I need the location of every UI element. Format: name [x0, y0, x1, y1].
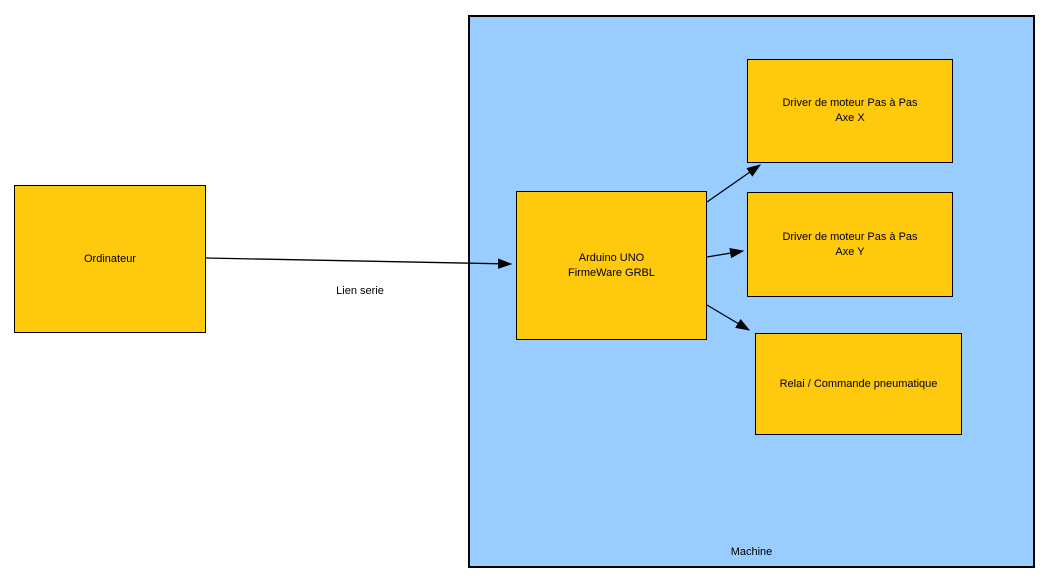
node-driver-y-label-line1: Driver de moteur Pas à Pas	[782, 230, 918, 243]
node-relai-pneumatique: Relai / Commande pneumatique	[755, 333, 962, 435]
node-driver-axe-y: Driver de moteur Pas à Pas Axe Y	[747, 192, 953, 297]
node-driver-x-label-line1: Driver de moteur Pas à Pas	[782, 97, 918, 110]
node-arduino-grbl: Arduino UNO FirmeWare GRBL	[516, 191, 707, 340]
node-arduino-label-line1: Arduino UNO	[578, 251, 645, 264]
node-ordinateur-label: Ordinateur	[84, 252, 136, 265]
node-driver-y-label-line2: Axe Y	[835, 245, 865, 258]
machine-label: Machine	[730, 546, 773, 558]
node-ordinateur: Ordinateur	[14, 185, 206, 333]
node-arduino-label-line2: FirmeWare GRBL	[568, 266, 655, 279]
node-relai-label: Relai / Commande pneumatique	[779, 377, 938, 390]
edge-label-lien-serie: Lien serie	[336, 285, 384, 297]
node-driver-axe-x: Driver de moteur Pas à Pas Axe X	[747, 59, 953, 163]
arrow-ordinateur-to-arduino	[205, 257, 513, 269]
node-driver-x-label-line2: Axe X	[835, 112, 865, 124]
